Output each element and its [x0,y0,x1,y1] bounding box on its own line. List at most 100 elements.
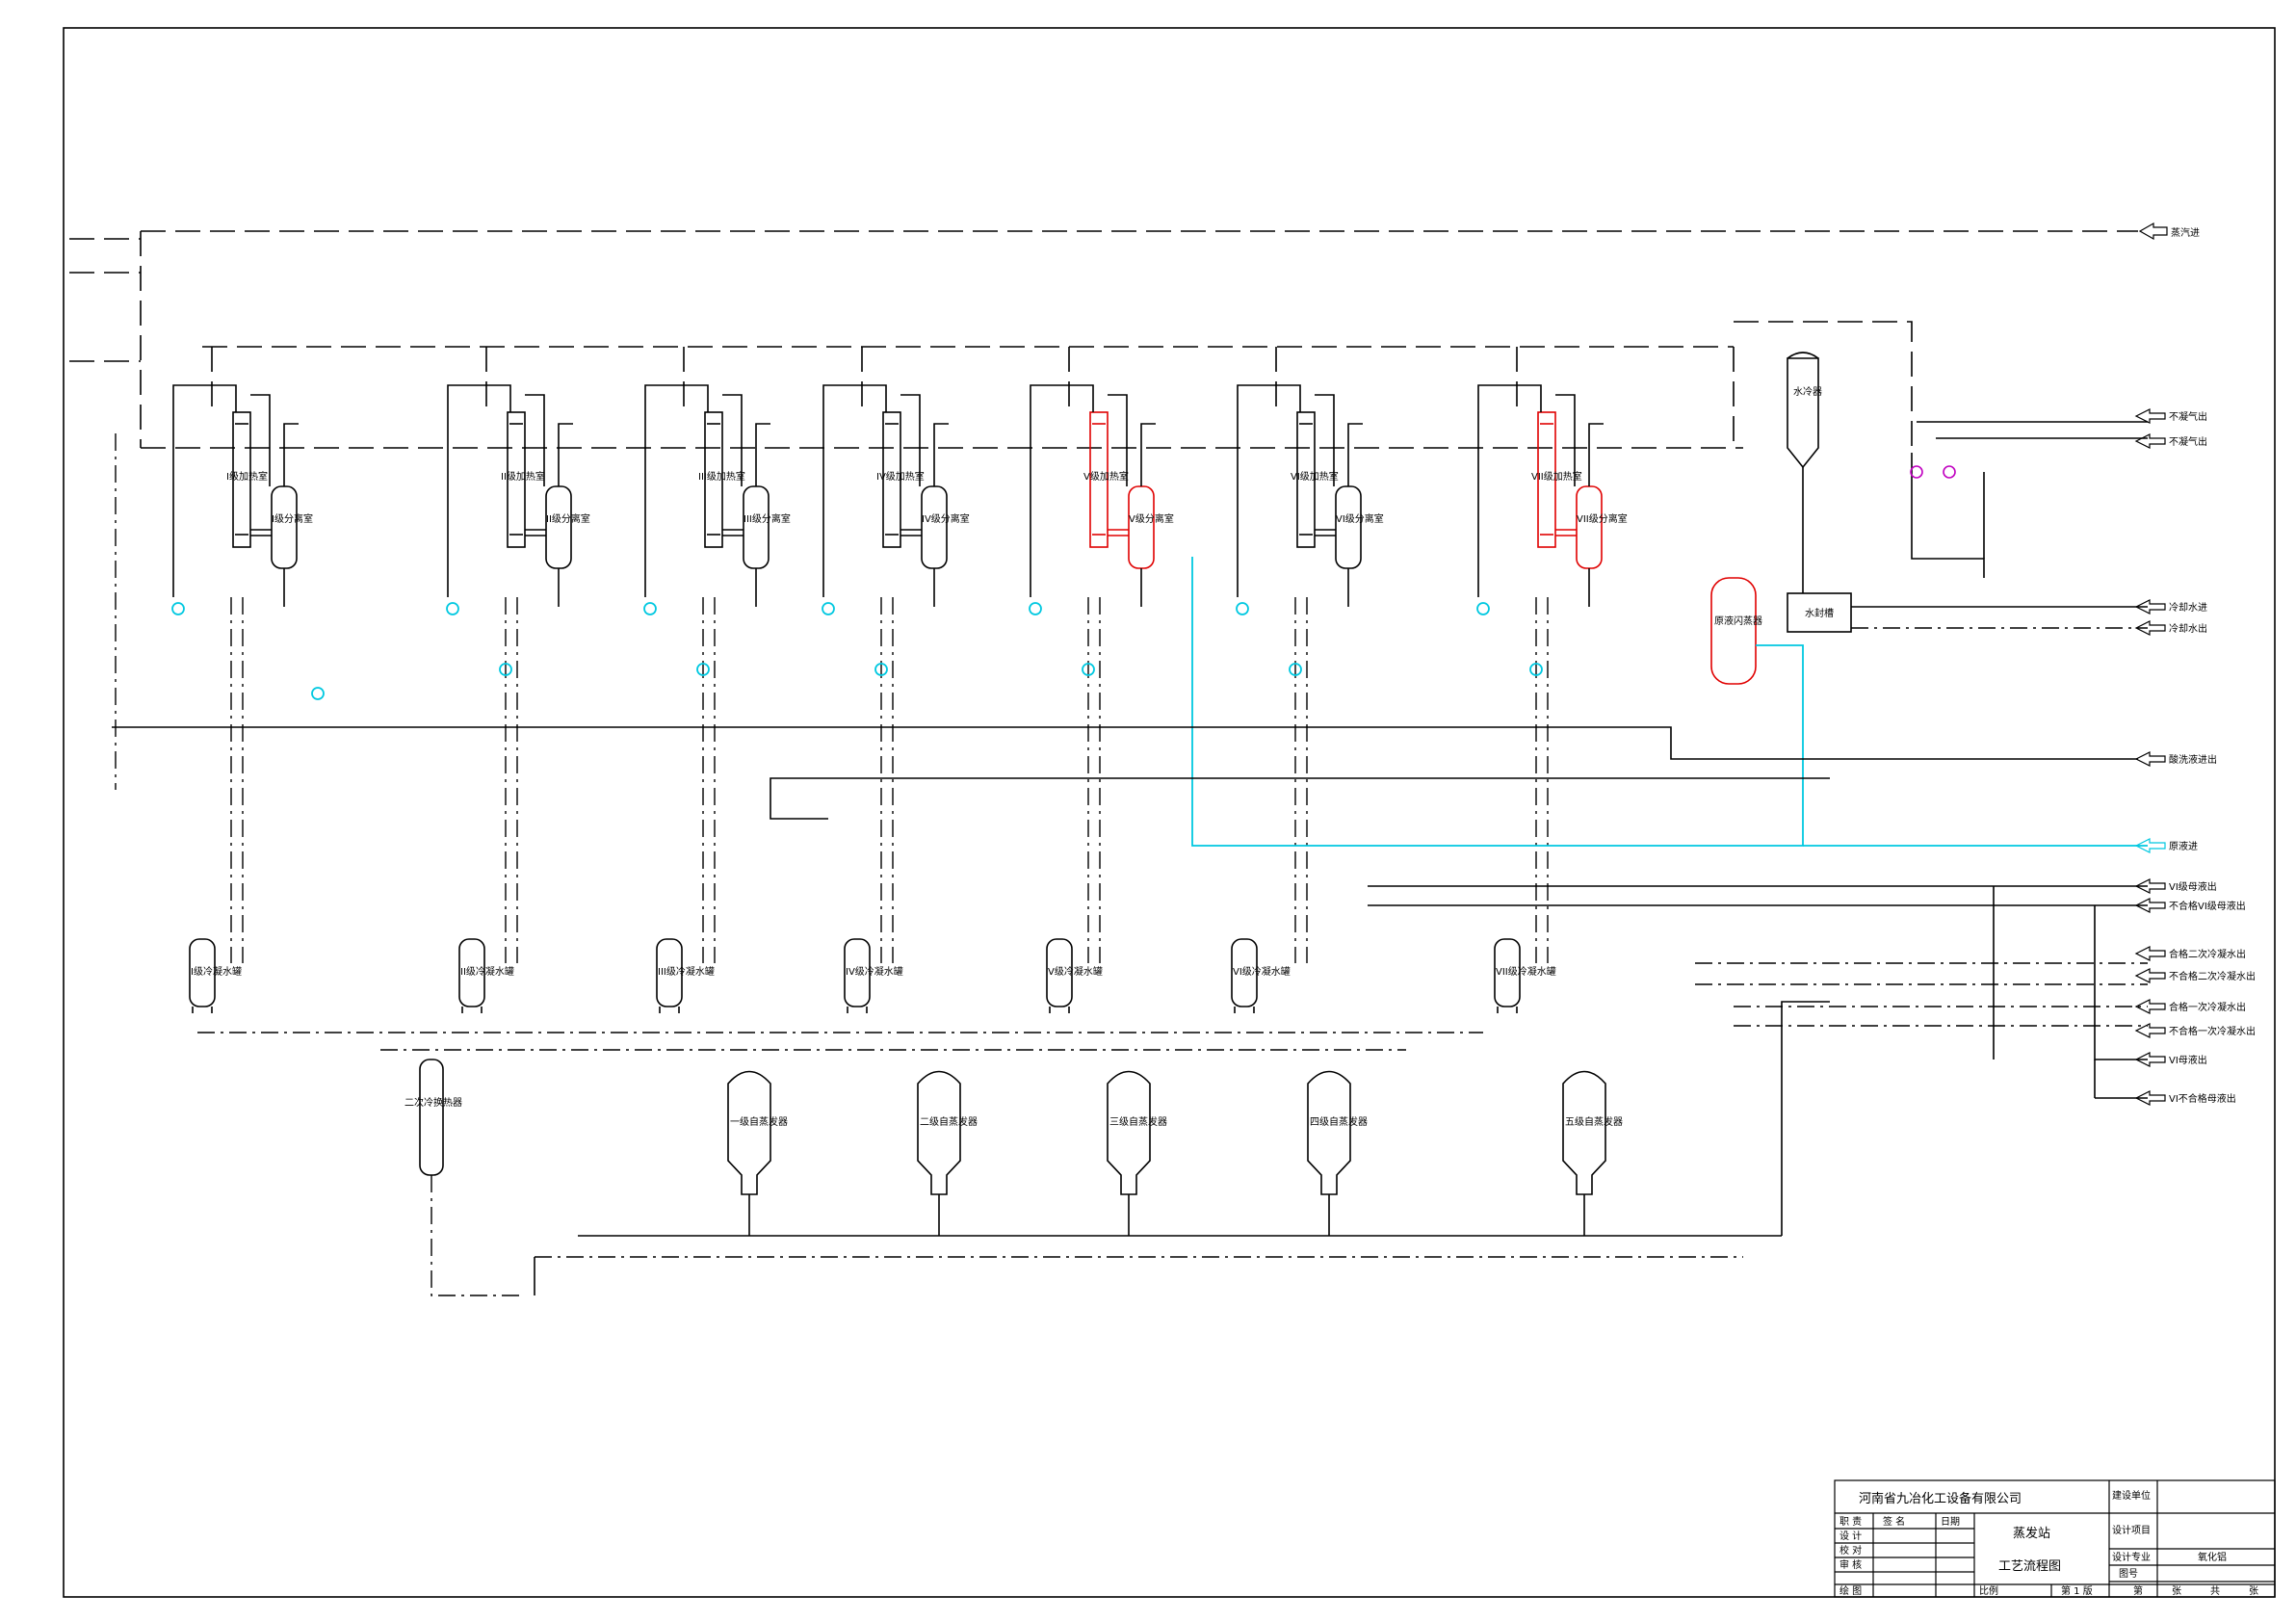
outlet-label: 原液进 [2169,840,2198,852]
outlet-noncondensable-1: 不凝气出 [2134,408,2207,424]
condensate-tank: I级冷凝水罐 [189,938,242,1013]
raw-preheater-label: 原液闪蒸器 [1714,615,1762,627]
water-tank-label: 水封槽 [1805,607,1834,619]
condensate-tanks: I级冷凝水罐 II级冷凝水罐 III级冷凝水罐 IV级冷凝水罐 V级冷凝水罐 VI级冷凝水… [189,938,1556,1013]
flash-evaporator-label: 二级自蒸发器 [920,1115,978,1128]
separator-label: IV级分离室 [922,512,970,525]
separator-label: V级分离室 [1129,512,1174,525]
arrow-icon [2134,898,2166,913]
flash-evaporator-label: 五级自蒸发器 [1565,1115,1623,1128]
pump-icon[interactable] [171,602,185,615]
sign-label: 签 名 [1883,1515,1905,1528]
pump-icon[interactable] [1529,663,1543,676]
scale-label: 比例 [1979,1584,1998,1597]
condensate-tank-label: V级冷凝水罐 [1048,965,1103,978]
valve-icon[interactable] [1943,465,1956,479]
heater-label: IV级加热室 [876,470,925,483]
row-label: 校 对 [1839,1544,1862,1557]
heater-label: II级加热室 [501,470,545,483]
heater-label: VI级加热室 [1291,470,1339,483]
flash-evaporator: 二级自蒸发器 [917,1070,978,1236]
outlet-v-bad: VI不合格母液出 [2134,1090,2236,1106]
pump-icon[interactable] [1029,602,1042,615]
design-spec-label: 设计专业 [2112,1551,2151,1563]
date-label: 日期 [1941,1516,1960,1528]
sheet-label: 第 [2133,1584,2143,1597]
pump-icon[interactable] [446,602,459,615]
total-unit: 张 [2249,1585,2258,1597]
outlet-mother-liquor: 酸洗液进出 [2134,751,2217,767]
total-label: 共 [2210,1585,2220,1597]
arrow-icon [2134,1052,2166,1067]
flash-evaporator: 一级自蒸发器 [727,1070,788,1236]
evaporator-train: V级加热室 V级分离室 [1029,347,1174,963]
design-project-label: 设计项目 [2112,1524,2151,1536]
project-name: 蒸发站 [2013,1526,2050,1541]
flash-evaporator: 四级自蒸发器 [1307,1070,1368,1236]
condensate-tank: IV级冷凝水罐 [844,938,903,1013]
pump-icon[interactable] [499,663,512,676]
water-tank: 水封槽 [1787,592,1852,633]
row-label: 职 责 [1839,1515,1862,1528]
drawing-no-label: 图号 [2119,1568,2138,1580]
pump-icon[interactable] [1082,663,1095,676]
steam-arrow-icon [2138,222,2168,241]
valve-icon[interactable] [1910,465,1923,479]
arrow-icon [2134,620,2166,636]
secondary-exchanger-label: 二次冷换热器 [404,1096,462,1109]
arrow-icon [2134,838,2166,853]
condensate-tank: III级冷凝水罐 [656,938,715,1013]
outlet-label: 不合格二次冷凝水出 [2169,970,2256,982]
flash-evaporators: 一级自蒸发器 二级自蒸发器 三级自蒸发器 四级自蒸发器 五级自蒸发器 [727,1070,1623,1236]
pump-icon[interactable] [696,663,710,676]
pump-icon[interactable] [311,687,325,700]
arrow-icon [2134,999,2166,1014]
heater-label: I级加热室 [226,470,268,483]
outlet-label: 合格二次冷凝水出 [2169,948,2246,960]
flash-evaporator-label: 一级自蒸发器 [730,1115,788,1128]
arrow-icon [2134,1023,2166,1038]
condensate-tank-label: II级冷凝水罐 [460,965,514,978]
outlet-label: 不凝气出 [2169,435,2207,448]
outlet-label: VI母液出 [2169,1054,2207,1066]
heater-label: VII级加热室 [1531,470,1582,483]
flash-evaporator: 三级自蒸发器 [1107,1070,1167,1236]
flash-evaporator-label: 三级自蒸发器 [1109,1115,1167,1128]
outlet-c1-ok: 合格一次冷凝水出 [2134,999,2246,1014]
heater-label: V级加热室 [1083,470,1129,483]
evaporator-train: IV级加热室 IV级分离室 [822,347,970,963]
pump-icon[interactable] [822,602,835,615]
condensate-tank: VI级冷凝水罐 [1231,938,1291,1013]
title-block: 河南省九冶化工设备有限公司 建设单位 设计项目 设计专业 氧化铝 图号 蒸发站 … [1834,1479,2276,1598]
separator-label: I级分离室 [272,512,313,525]
heater-label: III级加热室 [698,470,745,483]
outlet-label: 合格一次冷凝水出 [2169,1001,2246,1013]
outlet-c1-bad: 不合格一次冷凝水出 [2134,1023,2256,1038]
condensate-tank: II级冷凝水罐 [458,938,514,1013]
pump-icon[interactable] [874,663,888,676]
pump-icon[interactable] [1236,602,1249,615]
arrow-icon [2134,751,2166,767]
outlet-c2-ok: 合格二次冷凝水出 [2134,946,2246,961]
arrow-icon [2134,433,2166,449]
outlet-vi-out: VI级母液出 [2134,878,2217,894]
pump-icon[interactable] [1476,602,1490,615]
sheet-unit: 张 [2172,1585,2181,1597]
outlet-noncondensable-2: 不凝气出 [2134,433,2207,449]
outlet-label: 冷却水进 [2169,601,2207,614]
row-label: 设 计 [1839,1530,1862,1542]
build-unit-label: 建设单位 [2112,1489,2151,1502]
drawing-name: 工艺流程图 [1998,1559,2061,1574]
pump-icon[interactable] [1289,663,1302,676]
outlet-label: 酸洗液进出 [2169,753,2217,766]
pump-icon[interactable] [643,602,657,615]
outlet-label: 不合格一次冷凝水出 [2169,1025,2256,1037]
outlet-labels: 不凝气出不凝气出冷却水进冷却水出酸洗液进出原液进VI级母液出不合格VI级母液出合… [2134,408,2256,1106]
evaporator-train: I级加热室 I级分离室 [171,347,325,963]
condensate-tank: VII级冷凝水罐 [1494,938,1556,1013]
condensate-tank-label: I级冷凝水罐 [191,965,242,978]
